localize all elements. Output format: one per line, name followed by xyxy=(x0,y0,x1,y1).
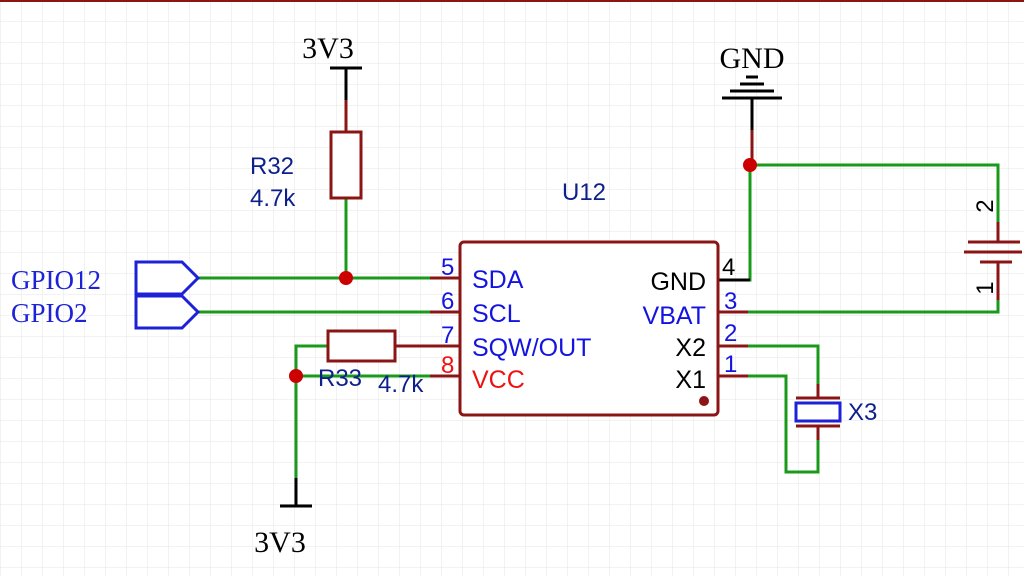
u12-pin-num-4: 4 xyxy=(722,254,735,281)
r33-value-label: 4.7k xyxy=(378,371,424,398)
junctions xyxy=(289,158,757,383)
u12-pin-num-7: 7 xyxy=(441,322,454,349)
r33-ref-label: R33 xyxy=(318,365,362,392)
resistor-r33[interactable]: R33 4.7k xyxy=(318,329,430,398)
power-3v3-bottom: 3V3 xyxy=(254,478,312,559)
net-label-gpio2: GPIO2 xyxy=(11,298,88,328)
resistor-r32[interactable]: R32 4.7k xyxy=(250,130,363,212)
junction-gnd xyxy=(743,158,757,172)
wire-x1 xyxy=(746,374,820,474)
r32-ref-label: R32 xyxy=(250,153,294,180)
x3-ref-label: X3 xyxy=(848,399,877,426)
net-label-gpio12: GPIO12 xyxy=(11,265,101,295)
u12-pin-name-x2: X2 xyxy=(675,334,706,362)
u12-body xyxy=(458,240,720,417)
r32-value-label: 4.7k xyxy=(250,185,296,212)
junction-sda xyxy=(339,271,353,285)
u12-ref-label: U12 xyxy=(562,179,606,206)
power-3v3-top: 3V3 xyxy=(302,32,362,132)
battery-pin-2: 2 xyxy=(972,199,999,212)
crystal-x3[interactable]: X3 xyxy=(794,384,877,440)
u12-pin-num-3: 3 xyxy=(724,288,737,315)
u12-pin-name-sda: SDA xyxy=(472,266,524,294)
u12-pin-name-x1: X1 xyxy=(675,366,706,394)
junction-vcc xyxy=(289,369,303,383)
wire-r33-left xyxy=(294,344,330,378)
u12-pin-name-scl: SCL xyxy=(472,300,521,328)
battery-cell[interactable]: 2 1 xyxy=(964,199,1022,300)
u12-pin-num-2: 2 xyxy=(724,320,737,347)
wire-x2 xyxy=(746,344,820,386)
net-flag-gpio12[interactable]: GPIO12 xyxy=(11,260,201,296)
ic-u12[interactable]: U12 5 6 7 8 SDA SCL SQW/OUT VCC 4 3 2 1 … xyxy=(430,179,750,417)
u12-pin-name-vbat: VBAT xyxy=(643,302,706,330)
net-flag-gpio2[interactable]: GPIO2 xyxy=(11,294,201,330)
u12-pin-num-8: 8 xyxy=(441,352,454,379)
battery-pin-1: 1 xyxy=(972,281,999,294)
u12-pin-num-6: 6 xyxy=(441,288,454,315)
u12-pin-name-vcc: VCC xyxy=(472,366,525,394)
power-label-3v3-bottom: 3V3 xyxy=(254,526,306,559)
wire-vbat xyxy=(746,298,1000,314)
power-label-gnd: GND xyxy=(720,42,785,75)
u12-pin-num-1: 1 xyxy=(724,351,737,378)
u12-pin-name-gnd: GND xyxy=(650,268,706,296)
wires xyxy=(196,163,1000,480)
u12-pin1-dot xyxy=(699,396,709,406)
u12-pin-num-5: 5 xyxy=(441,254,454,281)
u12-pin-name-sqw: SQW/OUT xyxy=(472,334,591,362)
power-gnd: GND xyxy=(720,42,785,165)
power-label-3v3-top: 3V3 xyxy=(302,32,354,65)
wire-gnd-to-battery xyxy=(748,163,1000,224)
